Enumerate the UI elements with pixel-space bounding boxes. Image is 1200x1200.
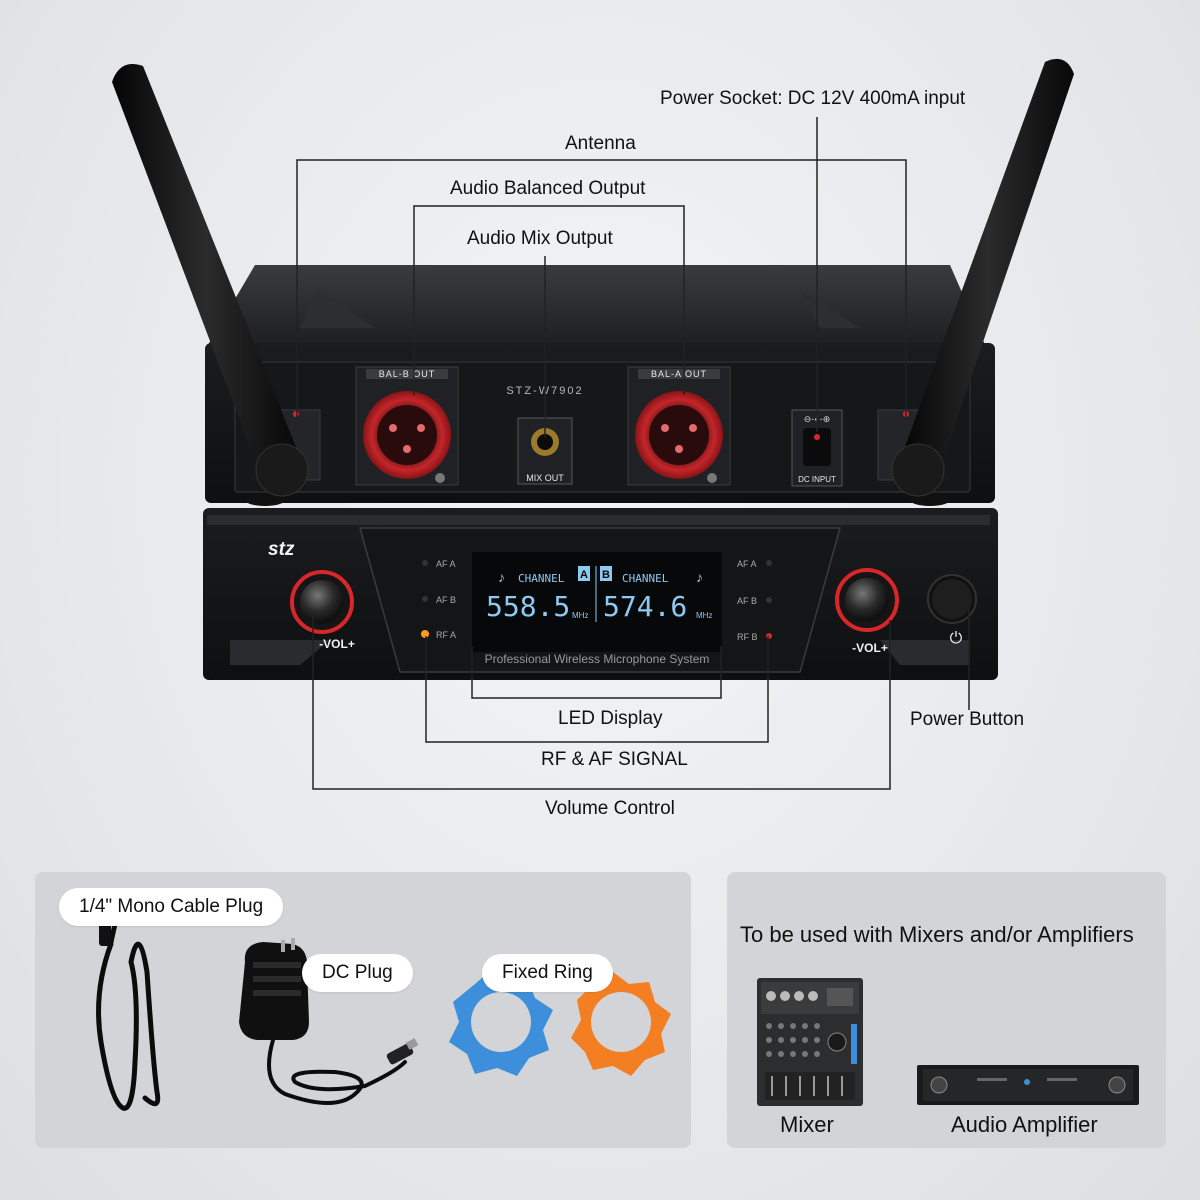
mono-cable-icon bbox=[96, 921, 161, 1111]
svg-text:♪: ♪ bbox=[498, 569, 505, 585]
led-af-b-right bbox=[766, 597, 772, 603]
bal-b-label: BAL-B OUT bbox=[379, 369, 436, 379]
back-unit: BAL-B OUT STZ-W7902 MIX OUT BAL-A OUT ⊖-… bbox=[205, 265, 995, 506]
callout-power-socket: Power Socket: DC 12V 400mA input bbox=[660, 88, 966, 109]
accessories-illustration bbox=[96, 902, 671, 1111]
channel-a-label: CHANNEL bbox=[518, 572, 565, 585]
audio-amplifier-label: Audio Amplifier bbox=[951, 1112, 1098, 1137]
lcd-display: ♪ CHANNEL A B CHANNEL ♪ 558.5 MHz 574.6 … bbox=[472, 552, 722, 666]
led-af-b-left bbox=[422, 596, 428, 602]
front-caption: Professional Wireless Microphone System bbox=[485, 652, 710, 666]
rf-a-label: RF A bbox=[436, 630, 456, 640]
dc-plug-label: DC Plug bbox=[302, 954, 413, 992]
fixed-ring-label: Fixed Ring bbox=[482, 954, 613, 992]
led-af-a-right bbox=[766, 560, 772, 566]
right-antenna bbox=[891, 58, 1074, 497]
front-unit: stz -VOL+ -VOL+ ⏻ AF A AF B RF A AF A AF… bbox=[203, 508, 998, 680]
af-b-label-right: AF B bbox=[737, 596, 757, 606]
power-icon: ⏻ bbox=[950, 630, 963, 647]
compatibility-illustration bbox=[757, 978, 1139, 1106]
callout-lines bbox=[296, 117, 970, 790]
audio-amplifier-icon bbox=[917, 1065, 1139, 1105]
fixed-ring-orange-icon bbox=[571, 972, 671, 1076]
mono-cable-plug-label: 1/4" Mono Cable Plug bbox=[59, 888, 284, 926]
channel-b-letter: B bbox=[602, 569, 610, 581]
channel-a-letter: A bbox=[580, 569, 588, 581]
mhz-a: MHz bbox=[572, 611, 588, 620]
callout-audio-balanced-output: Audio Balanced Output bbox=[450, 178, 646, 199]
model-number: STZ-W7902 bbox=[506, 385, 583, 397]
left-antenna bbox=[112, 64, 309, 497]
led-rf-a bbox=[421, 630, 429, 638]
callout-power-button: Power Button bbox=[910, 709, 1025, 730]
callout-rf-af-signal: RF & AF SIGNAL bbox=[541, 749, 688, 770]
volume-knob-right[interactable] bbox=[835, 568, 899, 632]
channel-b-label: CHANNEL bbox=[622, 572, 669, 585]
led-rf-b bbox=[766, 633, 772, 639]
mixer-icon bbox=[757, 978, 863, 1106]
receiver-illustration: BAL-B OUT STZ-W7902 MIX OUT BAL-A OUT ⊖-… bbox=[112, 58, 1074, 790]
mhz-b: MHz bbox=[696, 611, 712, 620]
vol-right-label: -VOL+ bbox=[852, 641, 888, 655]
af-a-label-right: AF A bbox=[737, 559, 757, 569]
led-af-a-left bbox=[422, 560, 428, 566]
rf-b-label: RF B bbox=[737, 632, 758, 642]
dc-adapter-icon bbox=[239, 938, 419, 1105]
af-a-label-left: AF A bbox=[436, 559, 456, 569]
mixer-label: Mixer bbox=[780, 1112, 834, 1137]
compatibility-title: To be used with Mixers and/or Amplifiers bbox=[740, 922, 1134, 947]
bal-a-label: BAL-A OUT bbox=[651, 369, 707, 379]
brand-logo: stz bbox=[268, 539, 295, 560]
fixed-ring-blue-icon bbox=[449, 970, 553, 1076]
dc-input-label: DC INPUT bbox=[798, 475, 836, 484]
callout-volume-control: Volume Control bbox=[545, 798, 675, 819]
volume-knob-left[interactable] bbox=[290, 570, 354, 634]
frequency-b: 574.6 bbox=[603, 590, 687, 623]
svg-text:♪: ♪ bbox=[696, 569, 703, 585]
callout-led-display: LED Display bbox=[558, 708, 663, 729]
frequency-a: 558.5 bbox=[486, 590, 570, 623]
callout-antenna: Antenna bbox=[565, 133, 636, 154]
vol-left-label: -VOL+ bbox=[319, 637, 355, 651]
callout-audio-mix-output: Audio Mix Output bbox=[467, 228, 613, 249]
compatibility-panel: To be used with Mixers and/or Amplifiers bbox=[727, 872, 1166, 1148]
power-button[interactable] bbox=[927, 574, 977, 624]
accessories-panel: 1/4" Mono Cable Plug DC Plug Fixed Ring bbox=[35, 872, 691, 1148]
mix-out-label: MIX OUT bbox=[526, 473, 564, 483]
af-b-label-left: AF B bbox=[436, 595, 456, 605]
